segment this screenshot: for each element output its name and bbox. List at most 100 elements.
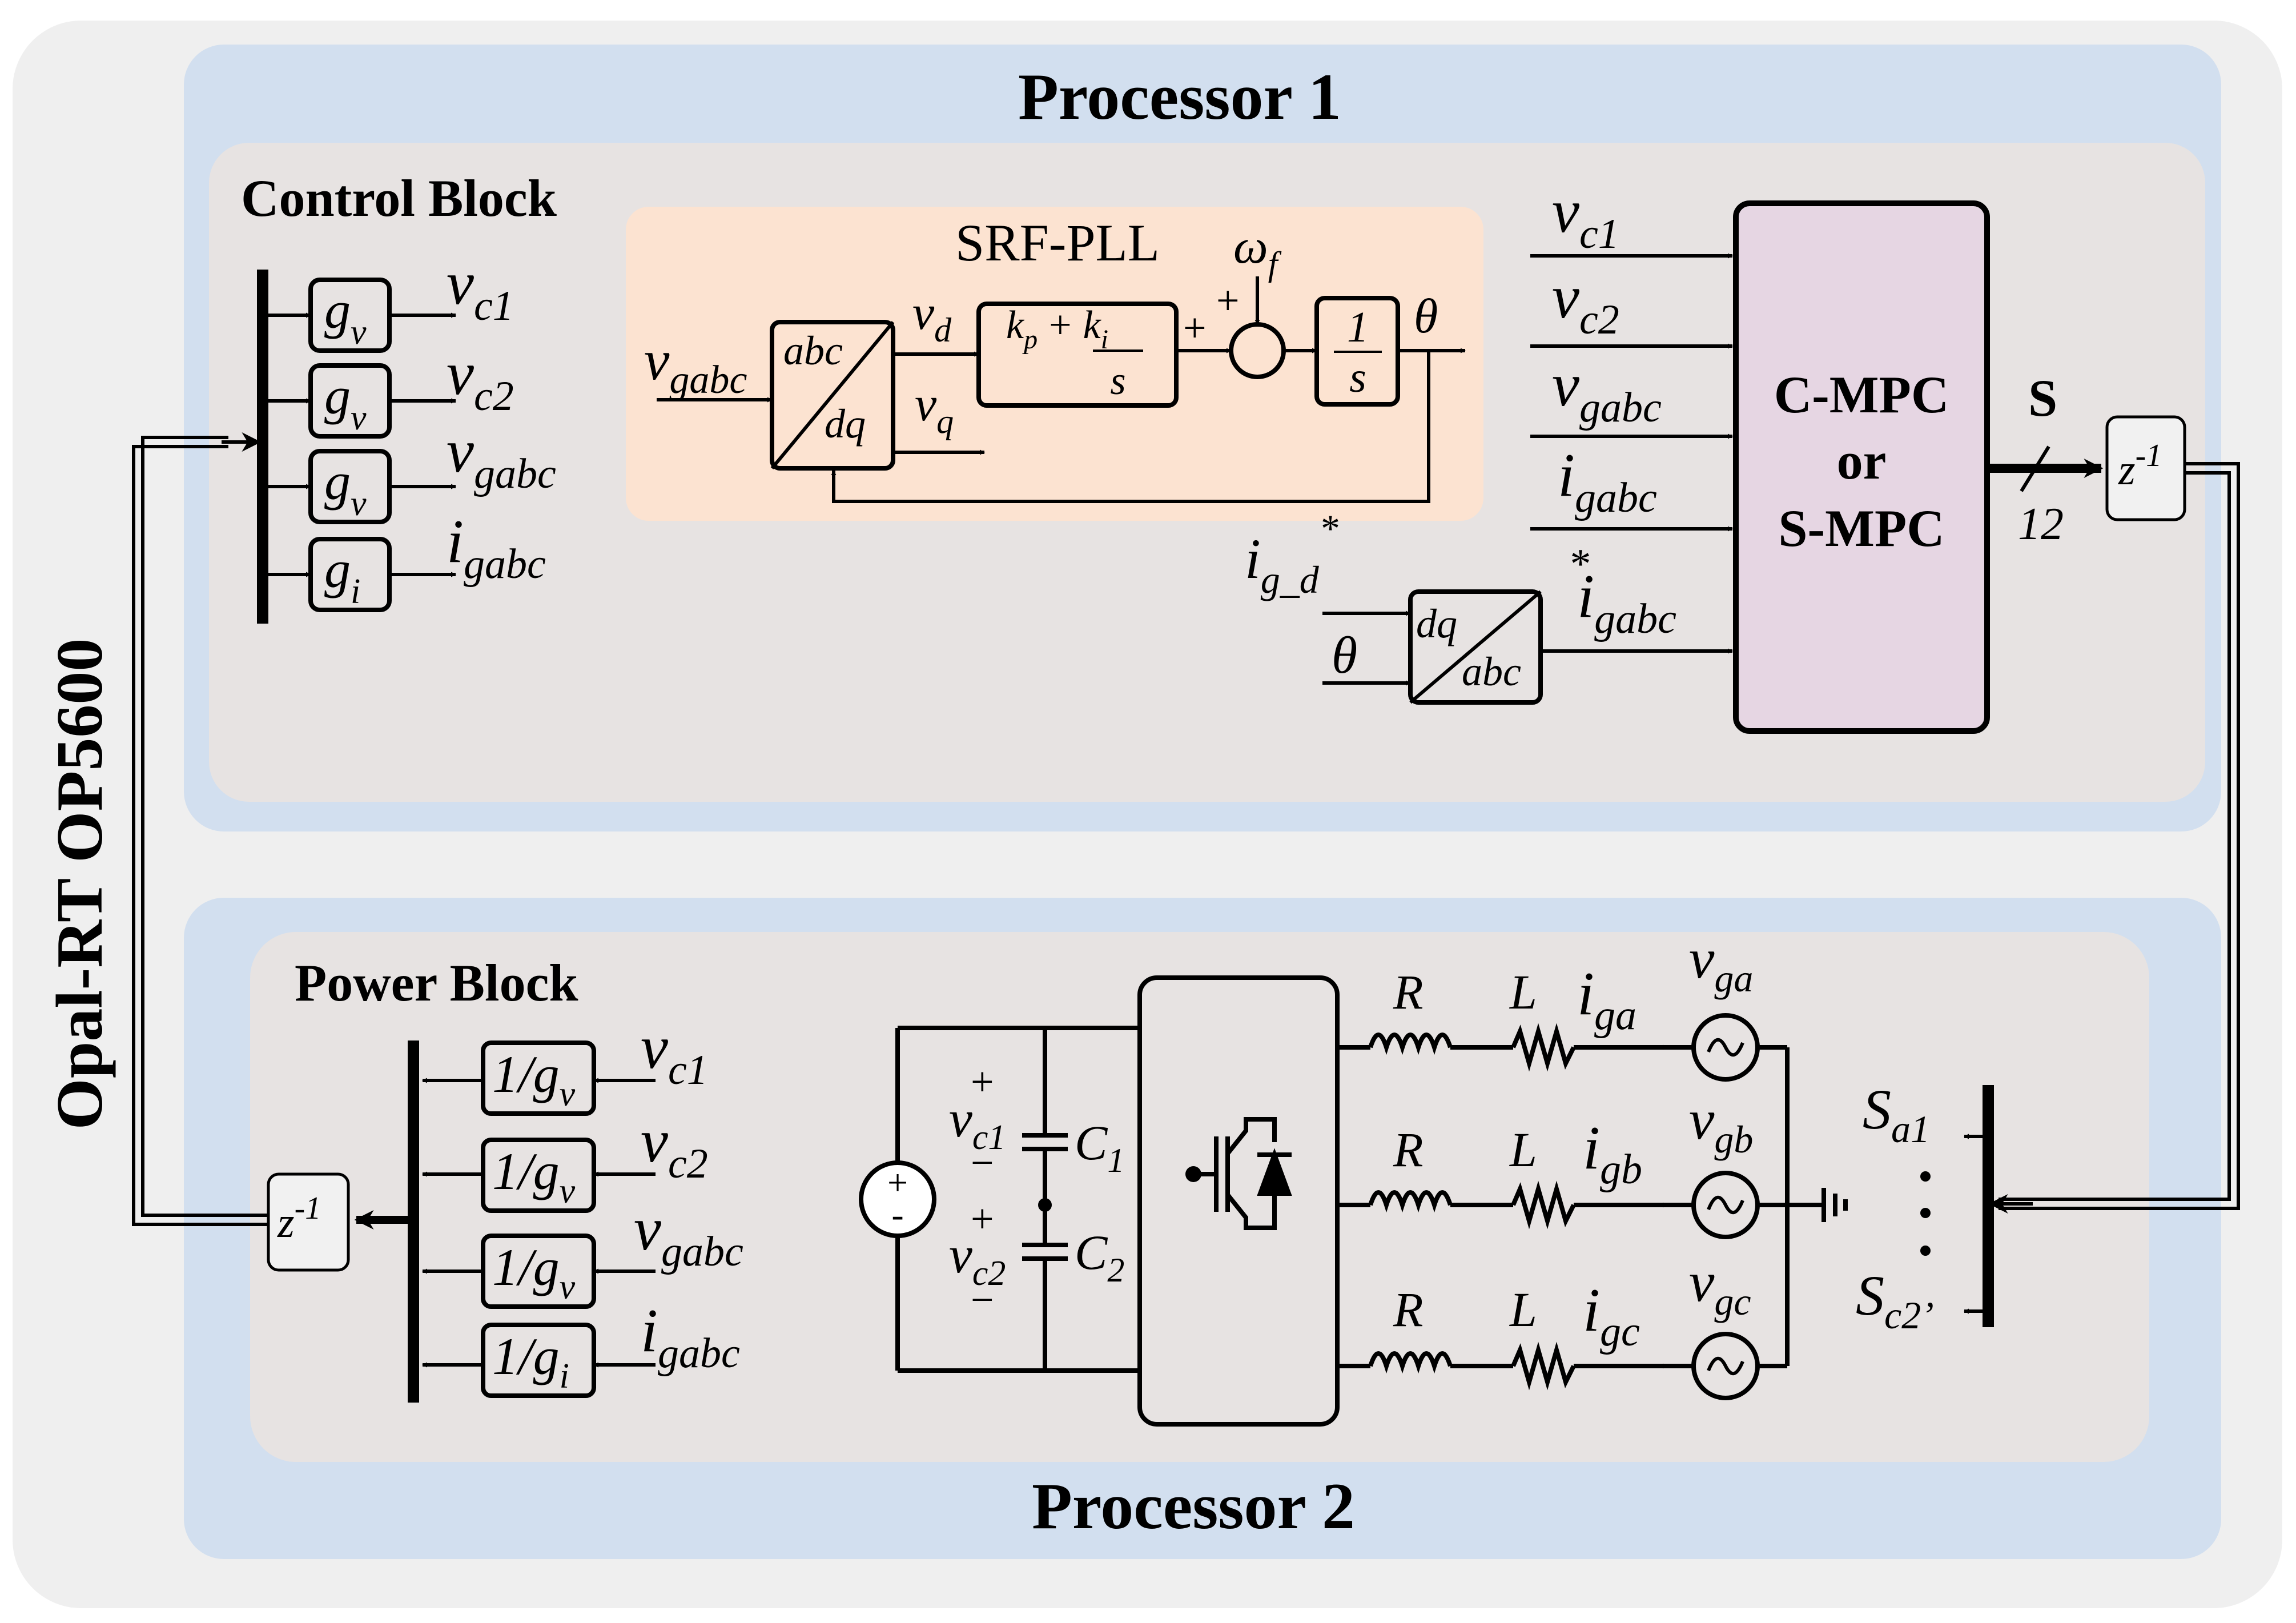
delay-block-bottom: z-1: [267, 1172, 350, 1272]
igd-ref-label: ig_d*: [1245, 507, 1338, 601]
svg-text:igabc: igabc: [447, 508, 546, 588]
svg-text:vgb: vgb: [1689, 1088, 1753, 1161]
svg-text:R: R: [1393, 1122, 1424, 1177]
pll-input-label: vgabc: [644, 328, 747, 402]
opal-rt-label: Opal-RT OP5600: [43, 638, 116, 1130]
capacitor-midpoint: [1038, 1198, 1052, 1212]
control-block-title: Control Block: [241, 169, 557, 227]
switch-signal-label: S: [2028, 369, 2057, 427]
sum-plus-1: +: [1183, 305, 1207, 351]
svg-text:gv: gv: [324, 452, 367, 523]
capacitor-1: C1 + vc1 −: [949, 1059, 1124, 1186]
svg-text:dq: dq: [825, 401, 866, 447]
svg-text:1/gv: 1/gv: [492, 1238, 576, 1307]
svg-text:R: R: [1393, 965, 1424, 1019]
pll-title: SRF-PLL: [955, 214, 1160, 272]
svg-text:-: -: [891, 1194, 903, 1235]
power-gain-2: 1/gv vc2: [422, 1107, 708, 1213]
bus-slash: [2020, 445, 2050, 492]
power-gain-1: 1/gv vc1: [422, 1014, 708, 1116]
svg-text:R: R: [1393, 1282, 1424, 1337]
processor1-title: Processor 1: [1018, 61, 1341, 134]
svg-text:C2: C2: [1075, 1225, 1124, 1289]
dc-link-circuit: [895, 1026, 1140, 1373]
svg-text:abc: abc: [783, 328, 843, 373]
sum-plus-2: +: [1216, 278, 1240, 323]
control-gain-4: gi igabc: [268, 508, 546, 612]
svg-text:igc: igc: [1583, 1276, 1640, 1355]
iref-output-label: igabc*: [1568, 541, 1676, 642]
switch-ellipsis: [1920, 1171, 1931, 1256]
svg-text:vc2: vc2: [1552, 263, 1619, 343]
svg-text:gv: gv: [324, 367, 367, 437]
svg-text:L: L: [1509, 1282, 1537, 1337]
phase-b: R L igb vgb: [1337, 1088, 1824, 1239]
control-gain-2: gv vc2: [268, 340, 514, 439]
top-to-bottom-link: [1999, 462, 2240, 1210]
processor2-title: Processor 2: [1032, 1470, 1355, 1543]
svg-text:vgabc: vgabc: [1552, 351, 1662, 431]
gain-subscript: v: [351, 313, 367, 352]
pll-panel: [626, 207, 1483, 521]
delay-block-top: z-1: [2105, 415, 2186, 521]
svg-text:1/gi: 1/gi: [492, 1327, 569, 1396]
svg-text:L: L: [1509, 1122, 1537, 1177]
theta-input-label: θ: [1332, 626, 1357, 684]
power-block-panel: [250, 932, 2149, 1462]
svg-text:igabc: igabc: [641, 1297, 740, 1377]
svg-text:C-MPC: C-MPC: [1774, 365, 1949, 424]
inverter-block: [1137, 975, 1340, 1427]
svg-text:vgabc: vgabc: [447, 417, 556, 497]
control-gain-1: gv vc1: [268, 250, 514, 353]
svg-text:vc2: vc2: [949, 1226, 1006, 1293]
svg-text:or: or: [1837, 432, 1887, 490]
mpc-input-1: vc1: [1530, 178, 1733, 259]
dc-source: + -: [859, 1160, 936, 1238]
svg-text:iga: iga: [1577, 960, 1636, 1039]
capacitor-2: C2 + vc2 −: [949, 1196, 1124, 1323]
svg-text:+: +: [971, 1196, 994, 1242]
svg-text:vc1: vc1: [949, 1090, 1006, 1157]
svg-text:vgabc: vgabc: [634, 1195, 743, 1275]
svg-text:z-1: z-1: [2118, 438, 2162, 494]
svg-text:S-MPC: S-MPC: [1778, 499, 1944, 557]
svg-text:abc: abc: [1462, 649, 1521, 694]
mpc-input-3: vgabc: [1530, 351, 1733, 439]
switch-top-label: Sa1: [1863, 1078, 1930, 1151]
signal-symbol: v: [447, 250, 474, 318]
svg-text:vgc: vgc: [1689, 1250, 1751, 1323]
pll-feedback: [831, 351, 1430, 503]
svg-text:vc1: vc1: [447, 250, 514, 330]
signal-subscript: c1: [474, 283, 514, 330]
bus-width-label: 12: [2018, 499, 2064, 549]
phase-a: R L iga vga: [1337, 927, 1787, 1082]
svg-text:−: −: [971, 1140, 994, 1186]
svg-text:igabc: igabc: [1558, 441, 1657, 521]
switch-bottom-label: Sc2’: [1856, 1264, 1934, 1337]
control-gain-3: gv vgabc: [268, 417, 556, 524]
ground-icon: [1821, 1188, 1848, 1222]
svg-text:gi: gi: [324, 540, 360, 611]
svg-text:1: 1: [1347, 303, 1369, 351]
svg-text:gv: gv: [324, 281, 367, 352]
svg-text:+: +: [971, 1059, 994, 1104]
pll-theta-label: θ: [1414, 288, 1438, 343]
abc-dq-transform: abc dq: [770, 320, 895, 471]
vd-label: vd: [912, 285, 952, 349]
svg-text:dq: dq: [1416, 601, 1457, 646]
bottom-to-top-link: [132, 436, 267, 1226]
svg-text:s: s: [1349, 353, 1366, 401]
power-gain-4: 1/gi igabc: [422, 1297, 740, 1398]
gain-symbol: g: [324, 281, 351, 339]
mpc-input-2: vc2: [1530, 263, 1733, 349]
svg-text:1/gv: 1/gv: [492, 1142, 576, 1211]
svg-text:z-1: z-1: [277, 1191, 321, 1247]
svg-text:C1: C1: [1075, 1115, 1124, 1179]
svg-text:−: −: [971, 1277, 994, 1323]
svg-text:vc1: vc1: [641, 1014, 708, 1094]
svg-text:s: s: [1110, 359, 1125, 403]
mpc-controller: C-MPC or S-MPC: [1733, 200, 1990, 734]
integrator: 1 s: [1314, 296, 1400, 407]
svg-text:+: +: [887, 1162, 908, 1203]
